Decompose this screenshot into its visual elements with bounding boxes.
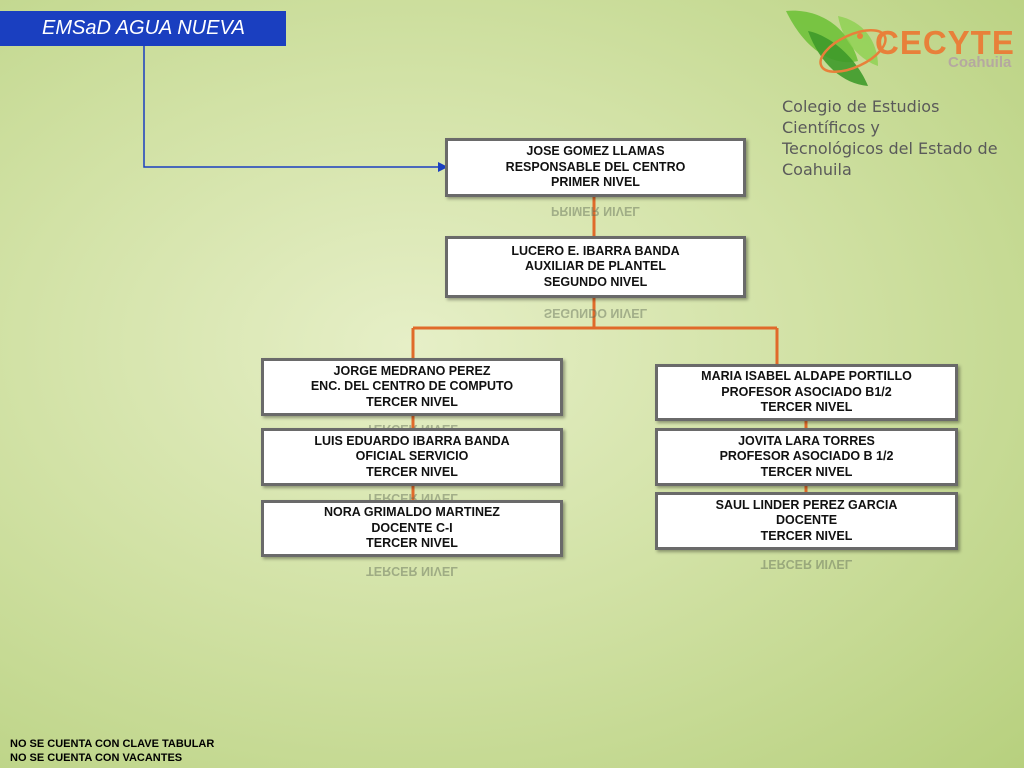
- college-name: Colegio de Estudios Científicos y Tecnol…: [782, 96, 1024, 180]
- footer-notes: NO SE CUENTA CON CLAVE TABULAR NO SE CUE…: [10, 737, 214, 765]
- title-connector-line: [143, 46, 440, 168]
- node-name: LUIS EDUARDO IBARRA BANDA: [314, 433, 510, 448]
- node-role: OFICIAL SERVICIO: [355, 449, 469, 464]
- note-line-1: NO SE CUENTA CON CLAVE TABULAR: [10, 738, 215, 750]
- node-role: PROFESOR ASOCIADO B 1/2: [719, 449, 894, 464]
- node-level: TERCER NIVEL: [366, 536, 458, 551]
- node-docente-ci: NORA GRIMALDO MARTINEZ DOCENTE C-I TERCE…: [261, 500, 563, 557]
- node-name: LUCERO E. IBARRA BANDA: [511, 243, 680, 258]
- node-role: ENC. DEL CENTRO DE COMPUTO: [310, 379, 514, 394]
- college-line-2: Tecnológicos del Estado de Coahuila: [782, 139, 998, 179]
- node-profesor-asociado-1: MARIA ISABEL ALDAPE PORTILLO PROFESOR AS…: [655, 364, 958, 421]
- note-line-2: NO SE CUENTA CON VACANTES: [10, 752, 183, 764]
- node-level: PRIMER NIVEL: [551, 175, 640, 190]
- node-name: JOVITA LARA TORRES: [738, 433, 875, 448]
- cecyte-leaf-logo-icon: [786, 10, 887, 86]
- node-oficial-servicio: LUIS EDUARDO IBARRA BANDA OFICIAL SERVIC…: [261, 428, 563, 486]
- node-level-reflection: TERCER NIVEL: [760, 557, 853, 571]
- node-auxiliar-plantel: LUCERO E. IBARRA BANDA AUXILIAR DE PLANT…: [445, 236, 746, 298]
- brand-name: CECYTE: [875, 24, 1015, 61]
- brand-region: Coahuila: [948, 54, 1012, 71]
- node-level: SEGUNDO NIVEL: [543, 274, 648, 289]
- page-title: EMSaD AGUA NUEVA: [0, 11, 286, 46]
- node-level: TERCER NIVEL: [760, 528, 853, 543]
- node-name: NORA GRIMALDO MARTINEZ: [324, 505, 500, 520]
- node-name: SAUL LINDER PEREZ GARCIA: [715, 497, 898, 512]
- node-level-reflection: TERCER NIVEL: [366, 564, 458, 578]
- node-role: PROFESOR ASOCIADO B1/2: [721, 384, 892, 399]
- node-docente: SAUL LINDER PEREZ GARCIA DOCENTE TERCER …: [655, 492, 958, 550]
- node-name: MARIA ISABEL ALDAPE PORTILLO: [701, 369, 912, 384]
- node-role: DOCENTE: [775, 513, 838, 528]
- college-line-1: Colegio de Estudios Científicos y: [782, 97, 940, 137]
- node-role: DOCENTE C-I: [371, 520, 453, 535]
- node-name: JOSE GOMEZ LLAMAS: [526, 144, 665, 159]
- node-level-reflection: PRIMER NIVEL: [551, 204, 640, 218]
- node-responsable-centro: JOSE GOMEZ LLAMAS RESPONSABLE DEL CENTRO…: [445, 138, 746, 197]
- node-level-reflection: SEGUNDO NIVEL: [543, 306, 648, 320]
- node-level: TERCER NIVEL: [366, 394, 458, 409]
- title-connector-arrow: [438, 162, 448, 172]
- node-level: TERCER NIVEL: [366, 464, 458, 479]
- node-role: RESPONSABLE DEL CENTRO: [505, 159, 686, 174]
- node-profesor-asociado-2: JOVITA LARA TORRES PROFESOR ASOCIADO B 1…: [655, 428, 958, 486]
- node-role: AUXILIAR DE PLANTEL: [525, 259, 666, 274]
- node-name: JORGE MEDRANO PEREZ: [333, 363, 491, 378]
- node-centro-computo: JORGE MEDRANO PEREZ ENC. DEL CENTRO DE C…: [261, 358, 563, 416]
- node-level: TERCER NIVEL: [760, 464, 853, 479]
- node-level: TERCER NIVEL: [760, 400, 853, 415]
